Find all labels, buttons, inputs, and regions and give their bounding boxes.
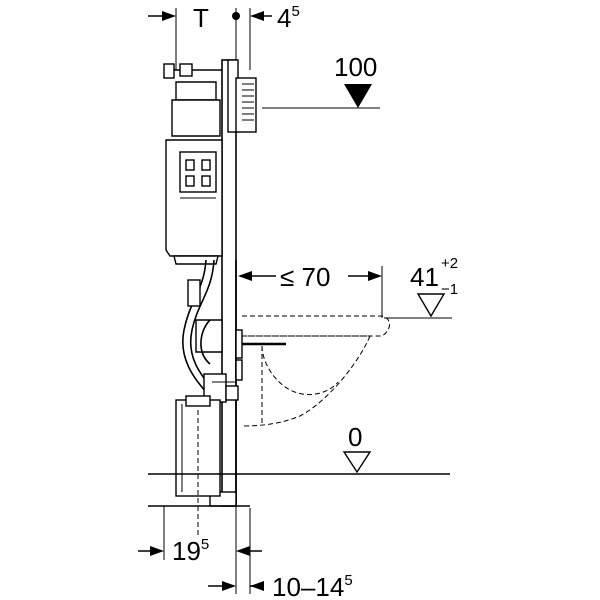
dimension-seat-height-label: 41 [410,262,439,292]
dimension-projection-label: ≤ 70 [280,262,330,292]
dimension-seat-height-plus: +2 [441,255,458,272]
arrow-right-icon [162,11,176,21]
level-triangle-filled-icon [344,84,372,108]
arrow-left-icon [250,11,264,21]
bottom-dimension-group: 195 10–145 [138,410,353,600]
dimension-seat-height-minus: −1 [441,281,458,298]
arrow-right-icon [368,271,382,281]
dimension-top-offset-label: 45 [277,3,300,33]
arrow-right-icon [150,546,164,556]
flush-pipe [175,259,286,497]
arrow-left-icon [236,546,250,556]
arrow-left-icon [250,581,264,591]
dimension-100-label: 100 [334,52,377,82]
arrow-right-icon [222,581,236,591]
dimension-t-label: T [193,3,209,33]
arrow-left-icon [238,271,252,281]
toilet-bowl-outline [241,315,390,427]
seat-height-group: 41 +2 −1 [384,255,458,319]
wall-frame [209,59,257,507]
level-triangle-outline-icon [416,293,446,318]
cistern [163,63,223,265]
bowl-projection-group: ≤ 70 [238,262,383,318]
dimension-floor-label: 0 [348,422,362,452]
axis-dot-icon [232,12,240,20]
floor-level-group: 0 [148,422,450,507]
top-dimension-group: T 45 [148,3,300,70]
floor-triangle-outline-icon [342,451,372,474]
actuator-height-group: 100 [262,52,380,109]
dimension-drain-offset-label: 195 [172,536,209,566]
dimension-wall-gap-label: 10–145 [272,572,353,600]
